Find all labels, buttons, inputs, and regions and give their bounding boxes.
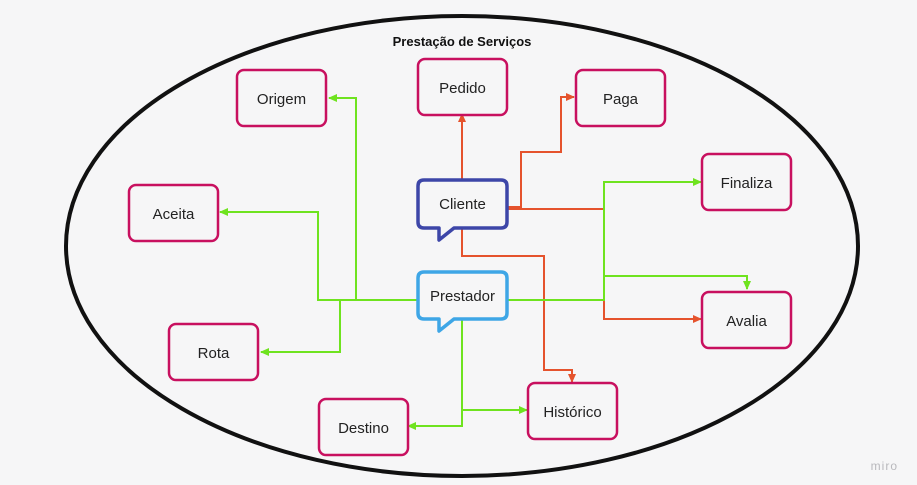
node-destino[interactable]: Destino [317,397,410,457]
edge-prestador-destino [407,320,463,430]
edge-prestador-rota [260,300,341,356]
edge-cliente-historico [461,228,576,383]
node-origem-label: Origem [257,91,306,108]
node-rota-label: Rota [198,345,230,362]
node-avalia[interactable]: Avalia [700,290,793,350]
node-destino-label: Destino [338,420,389,437]
node-historico-label: Histórico [543,404,601,421]
node-historico[interactable]: Histórico [526,381,619,441]
edge-prestador-aceita [219,208,356,301]
edge-cliente-paga [508,93,575,208]
miro-watermark: miro [871,459,898,473]
diagram-title: Prestação de Serviços [393,34,532,49]
node-finaliza[interactable]: Finaliza [700,152,793,212]
prestador-edges [219,94,751,430]
node-pedido-label: Pedido [439,80,486,97]
edge-prestador-avalia [604,275,751,290]
node-rota[interactable]: Rota [167,322,260,382]
node-aceita[interactable]: Aceita [127,183,220,243]
node-paga-label: Paga [603,91,639,108]
actor-prestador-label: Prestador [430,288,495,305]
edge-prestador-finaliza [508,178,702,301]
node-finaliza-label: Finaliza [721,175,773,192]
actor-cliente-label: Cliente [439,196,486,213]
node-origem[interactable]: Origem [235,68,328,128]
node-aceita-label: Aceita [153,206,195,223]
actor-cliente[interactable]: Cliente [416,178,509,242]
node-paga[interactable]: Paga [574,68,667,128]
edge-prestador-origem [328,94,417,301]
node-avalia-label: Avalia [726,313,767,330]
actor-prestador[interactable]: Prestador [416,270,509,333]
node-pedido[interactable]: Pedido [416,57,509,117]
